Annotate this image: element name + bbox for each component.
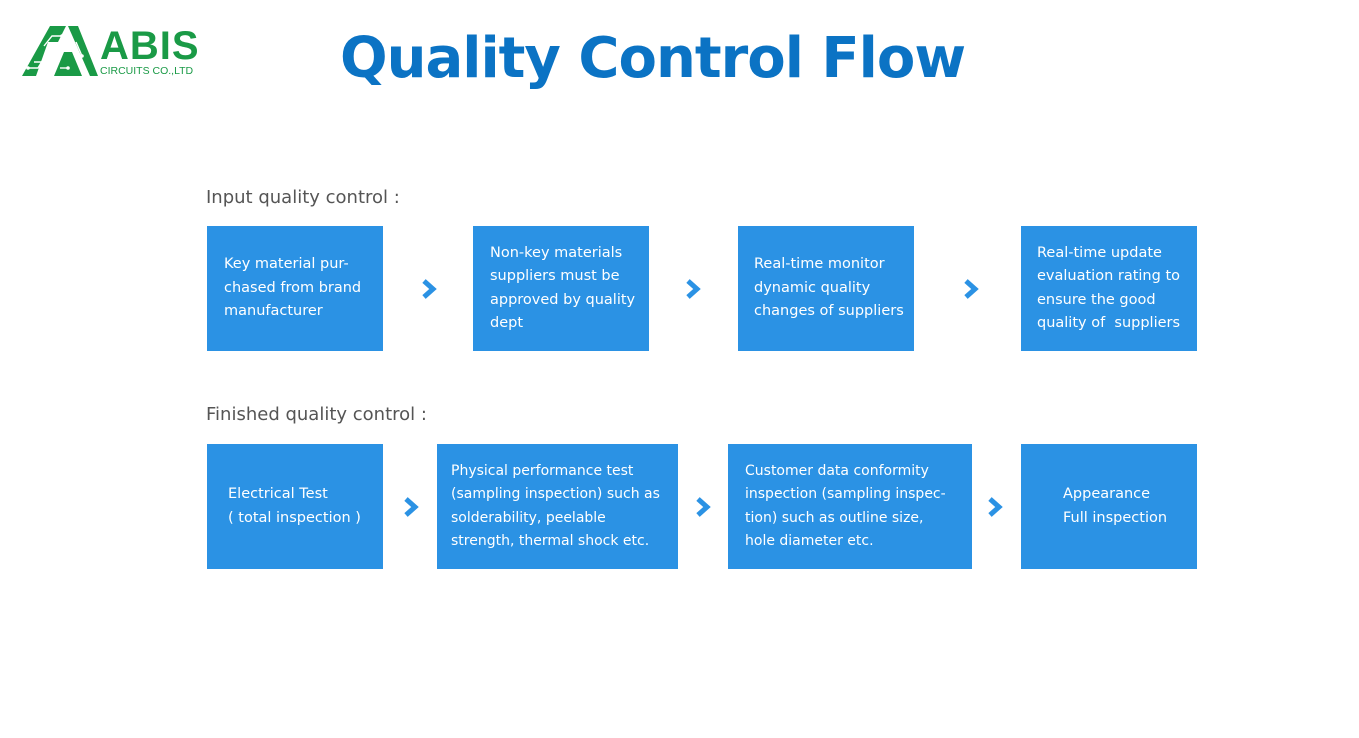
- chevron-right-icon: [418, 278, 440, 300]
- flow-step-text: Electrical Test( total inspection ): [228, 486, 361, 526]
- company-logo: ABIS CIRCUITS CO.,LTD: [20, 22, 205, 82]
- flow-step-box: Electrical Test( total inspection ): [207, 444, 383, 569]
- page-title: Quality Control Flow: [340, 26, 966, 91]
- logo-subtitle: CIRCUITS CO.,LTD: [100, 65, 194, 77]
- chevron-right-icon: [682, 278, 704, 300]
- chevron-right-icon: [692, 496, 714, 518]
- flow-step-text: Physical performance test(sampling inspe…: [451, 462, 660, 550]
- logo-wordmark: ABIS: [100, 24, 200, 68]
- circuit-board-logo-icon: [22, 26, 98, 76]
- chevron-right-icon: [984, 496, 1006, 518]
- flow-step-box: Physical performance test(sampling inspe…: [437, 444, 678, 569]
- chevron-right-icon: [400, 496, 422, 518]
- chevron-right-icon: [960, 278, 982, 300]
- finished-quality-control-label: Finished quality control :: [206, 404, 427, 425]
- input-quality-control-label: Input quality control :: [206, 187, 400, 208]
